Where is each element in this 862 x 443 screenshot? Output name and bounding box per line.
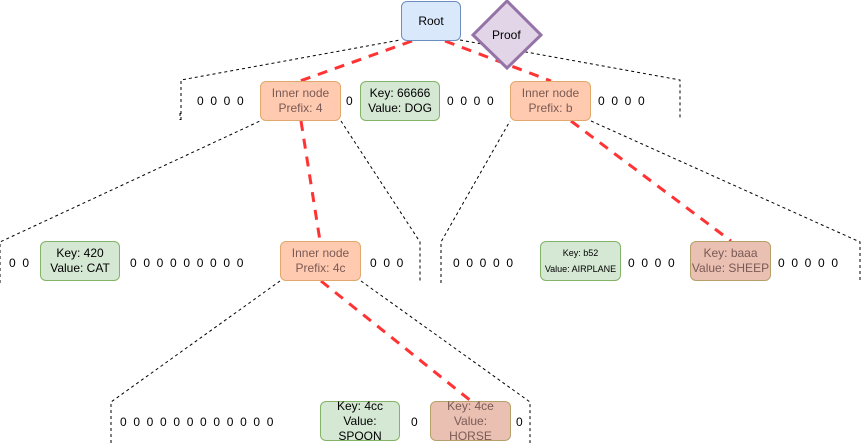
- leaf-value: Value: SHEEP: [691, 261, 770, 275]
- level1-bracket: [180, 39, 401, 120]
- level3-left-zeros: 0 0 0 0 0 0 0 0 0 0 0 0: [120, 415, 274, 429]
- level2-left-left-zeros: 0 0: [9, 256, 30, 270]
- level2-right-left-zeros: 0 0 0 0 0: [453, 256, 514, 270]
- leaf-value: Value: HORSE: [449, 413, 492, 443]
- leaf-value: Value: DOG: [368, 101, 432, 115]
- level2-left-mid-zeros: 0 0 0 0 0 0 0 0 0: [130, 256, 244, 270]
- proof-path-inner4c-to-horse: [320, 279, 472, 403]
- inner-node-prefix: Prefix: 4: [278, 101, 323, 115]
- inner-node-prefix-b: Inner node Prefix: b: [510, 81, 591, 121]
- proof-diamond: [470, 0, 544, 71]
- level2-left-bracket-right: [340, 120, 421, 283]
- leaf-node-horse: Key: 4ce Value: HORSE: [430, 398, 511, 443]
- inner-node-label: Inner node: [291, 246, 350, 260]
- root-label: Root: [418, 13, 444, 28]
- leaf-key: Key: 66666: [369, 86, 431, 100]
- level1-right-zeros: 0 0 0 0: [598, 94, 645, 108]
- inner-node-prefix: Prefix: 4c: [295, 261, 346, 275]
- level1-mid-zeros: 0 0 0 0: [447, 94, 494, 108]
- leaf-key: Key: baaa: [703, 246, 758, 260]
- inner-node-label: Inner node: [271, 86, 330, 100]
- level2-right-bracket-right: [590, 120, 861, 283]
- leaf-node-dog: Key: 66666 Value: DOG: [360, 81, 440, 121]
- inner-node-prefix-4c: Inner node Prefix: 4c: [280, 241, 361, 281]
- leaf-value: Value: SPOON: [338, 413, 382, 443]
- level2-left-right-zeros: 0 0 0: [370, 256, 404, 270]
- proof-path-root-to-inner4: [299, 39, 413, 83]
- level3-right-zero: 0: [516, 415, 523, 429]
- proof-label: Proof: [492, 28, 521, 42]
- inner-node-label: Inner node: [521, 86, 580, 100]
- level1-mid-zero: 0: [346, 94, 353, 108]
- inner-node-prefix: Prefix: b: [528, 101, 573, 115]
- inner-node-prefix-4: Inner node Prefix: 4: [260, 81, 341, 121]
- leaf-key: Key: 4ce: [447, 398, 494, 413]
- level2-right-mid-zeros: 0 0 0 0: [628, 256, 675, 270]
- proof-path-inner4-to-inner4c: [299, 120, 322, 242]
- root-node: Root: [401, 1, 461, 41]
- level2-right-bracket: [440, 120, 511, 283]
- leaf-node-cat: Key: 420 Value: CAT: [40, 241, 120, 281]
- level1-left-zeros: 0 0 0 0: [197, 94, 244, 108]
- leaf-value: Value: CAT: [50, 261, 110, 275]
- leaf-node-sheep: Key: baaa Value: SHEEP: [690, 241, 771, 281]
- level3-bracket-right: [360, 280, 531, 443]
- leaf-value: Value: AIRPLANE: [544, 264, 617, 274]
- level3-bracket: [110, 280, 281, 443]
- level1-bracket-right: [459, 39, 681, 120]
- proof-path-innerb-to-sheep: [570, 119, 732, 243]
- leaf-key: Key: b52: [562, 248, 599, 258]
- level2-right-right-zeros: 0 0 0 0 0: [778, 256, 839, 270]
- leaf-key: Key: 420: [56, 246, 104, 260]
- leaf-node-airplane: Key: b52 Value: AIRPLANE: [540, 241, 621, 281]
- leaf-node-spoon: Key: 4cc Value: SPOON: [320, 398, 400, 443]
- level3-mid-zero: 0: [411, 415, 418, 429]
- leaf-key: Key: 4cc: [336, 398, 384, 413]
